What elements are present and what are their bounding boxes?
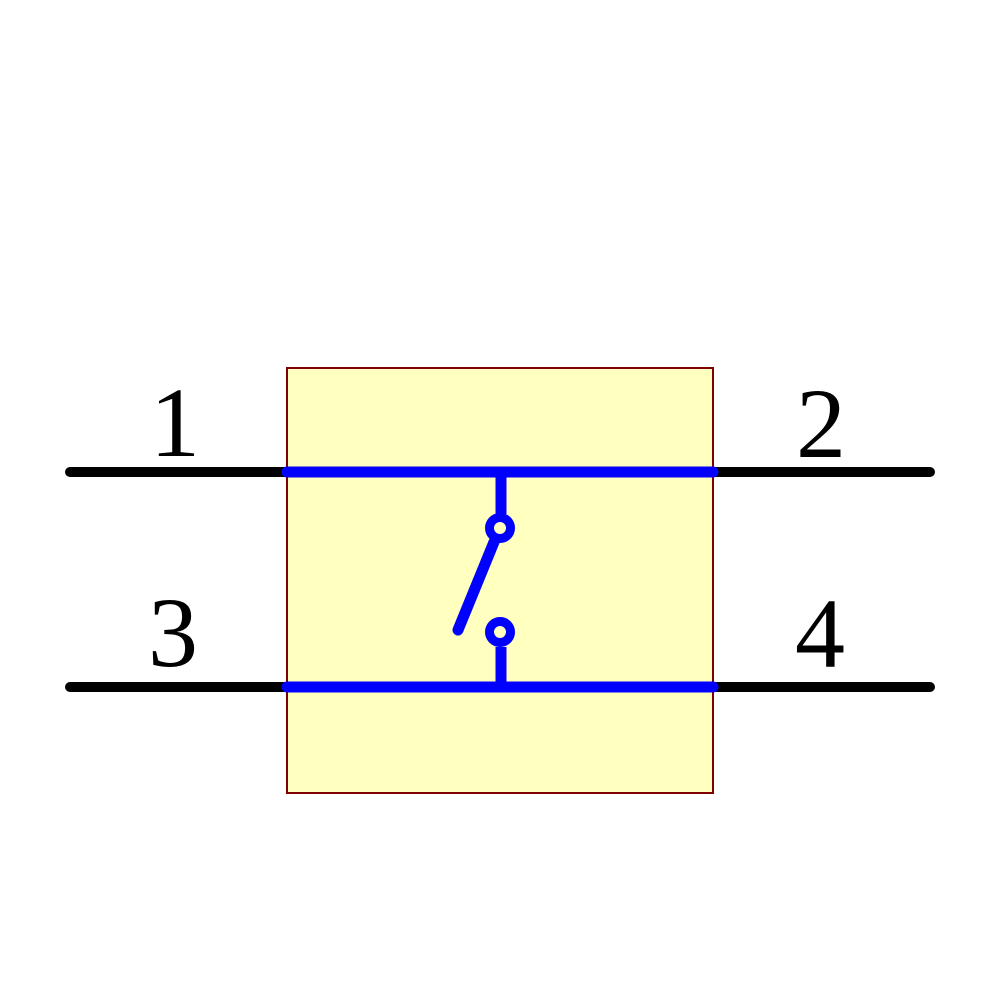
switch-lever[interactable] [452, 536, 500, 636]
pin-label-4: 4 [795, 578, 845, 689]
pin-label-2: 2 [796, 368, 846, 479]
pin-label-1: 1 [150, 367, 200, 478]
pin-label-3: 3 [148, 577, 198, 688]
switch-terminal-bottom-circle[interactable] [485, 617, 515, 647]
component-body[interactable] [286, 367, 714, 794]
switch-terminal-top-circle[interactable] [485, 513, 515, 543]
